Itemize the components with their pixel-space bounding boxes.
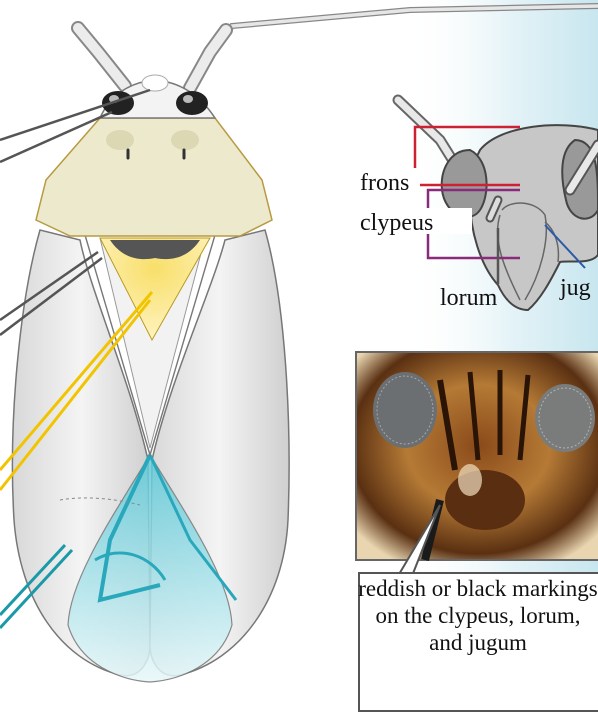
caption-text: reddish or black markings on the clypeus…: [358, 575, 598, 656]
photo-eye-right: [535, 384, 595, 452]
label-clypeus: clypeus: [360, 210, 433, 236]
face-eye-left: [442, 150, 487, 217]
photo-eye-left: [373, 372, 437, 448]
pronotum: [36, 118, 272, 236]
face-photo: [356, 352, 598, 576]
label-lorum: lorum: [440, 285, 498, 311]
compound-eye-right: [176, 91, 208, 115]
label-jugum: jug: [559, 275, 591, 301]
label-frons: frons: [360, 170, 409, 196]
compound-eye-left: [102, 91, 134, 115]
